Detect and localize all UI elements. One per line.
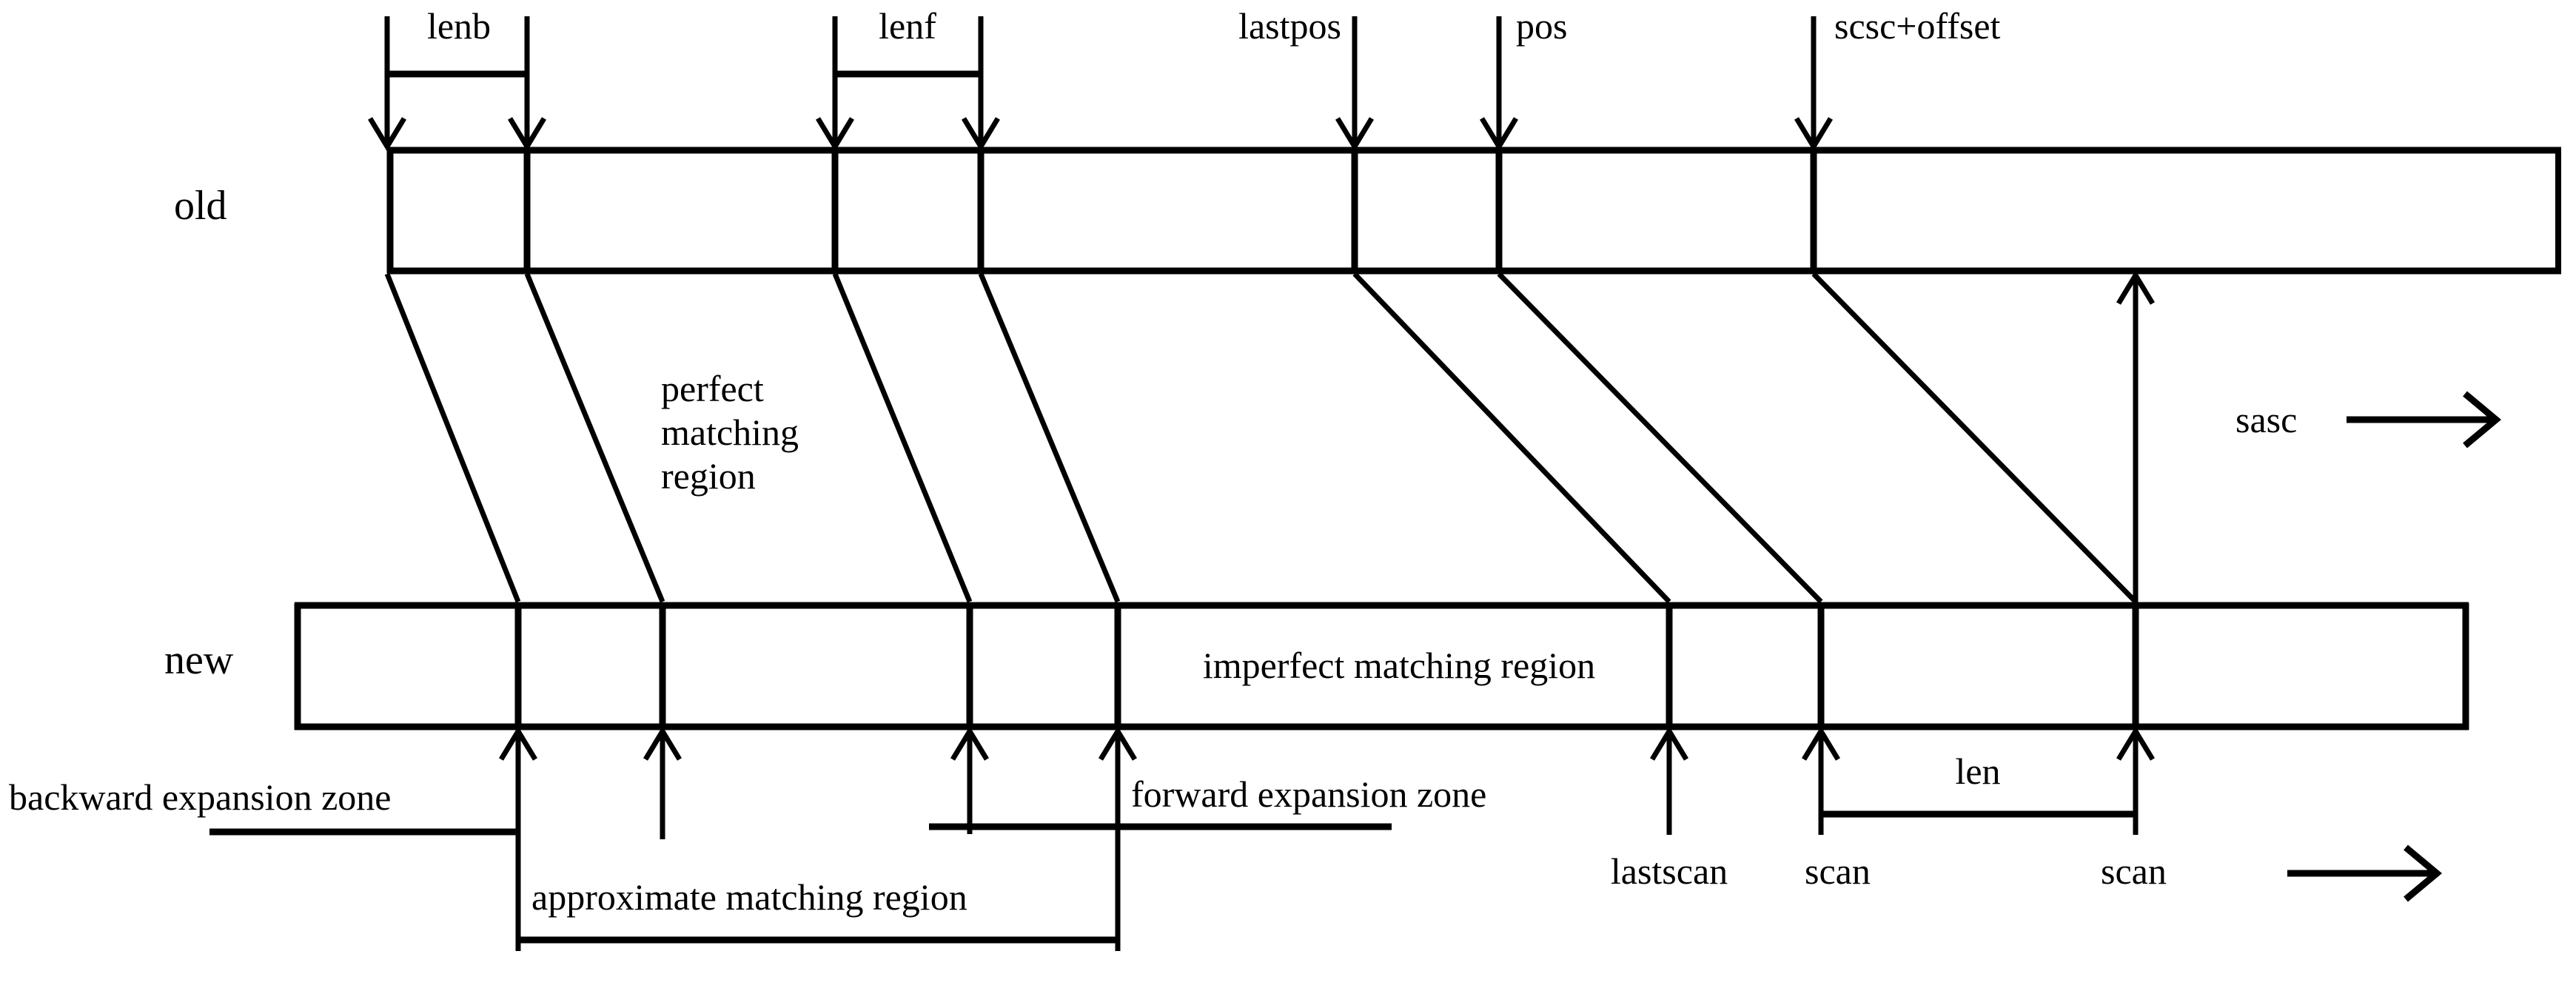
connector-lastpos bbox=[1352, 272, 1671, 604]
row-label-new: new bbox=[164, 637, 234, 683]
label-len: len bbox=[1955, 750, 2001, 792]
label-scsc-offset: scsc+offset bbox=[1834, 5, 2001, 47]
label-forward-expansion-zone: forward expansion zone bbox=[1131, 773, 1487, 815]
bottom-measure-brackets bbox=[209, 810, 2136, 944]
label-lenb: lenb bbox=[426, 5, 492, 47]
label-pos: pos bbox=[1516, 5, 1568, 47]
perfect-matching-line-1: perfect bbox=[661, 368, 764, 409]
label-imperfect-matching-region: imperfect matching region bbox=[1202, 645, 1596, 686]
row-label-old: old bbox=[174, 183, 227, 229]
connector-scsc bbox=[1811, 272, 2138, 604]
connector-lenf-end bbox=[978, 272, 1121, 603]
label-approximate-matching-region: approximate matching region bbox=[531, 876, 967, 918]
new-bar bbox=[294, 602, 2469, 730]
connector-lenf-start bbox=[832, 272, 973, 603]
label-sasc: sasc bbox=[2235, 399, 2298, 440]
connector-pos bbox=[1497, 272, 1823, 604]
label-backward-expansion-zone: backward expansion zone bbox=[9, 776, 392, 818]
sasc-direction-arrow bbox=[2347, 391, 2502, 449]
connector-lenb-start bbox=[384, 272, 521, 603]
label-lastscan: lastscan bbox=[1610, 850, 1728, 892]
label-lastpos: lastpos bbox=[1238, 5, 1341, 47]
sasc-vertical-arrow bbox=[2116, 270, 2155, 729]
perfect-matching-line-2: matching bbox=[661, 411, 799, 453]
perfect-matching-line-3: region bbox=[661, 455, 756, 497]
old-new-connectors bbox=[384, 272, 2138, 604]
label-scan-2: scan bbox=[2101, 850, 2167, 892]
label-scan-1: scan bbox=[1805, 850, 1871, 892]
label-perfect-matching-region: perfect matching region bbox=[661, 367, 799, 498]
connector-lenb-end bbox=[524, 272, 665, 603]
old-bar bbox=[386, 147, 2561, 275]
scan-direction-arrow bbox=[2287, 844, 2443, 902]
bottom-pointer-arrows bbox=[499, 726, 2155, 951]
label-lenf: lenf bbox=[879, 5, 936, 47]
top-pointer-arrows bbox=[368, 16, 1833, 152]
